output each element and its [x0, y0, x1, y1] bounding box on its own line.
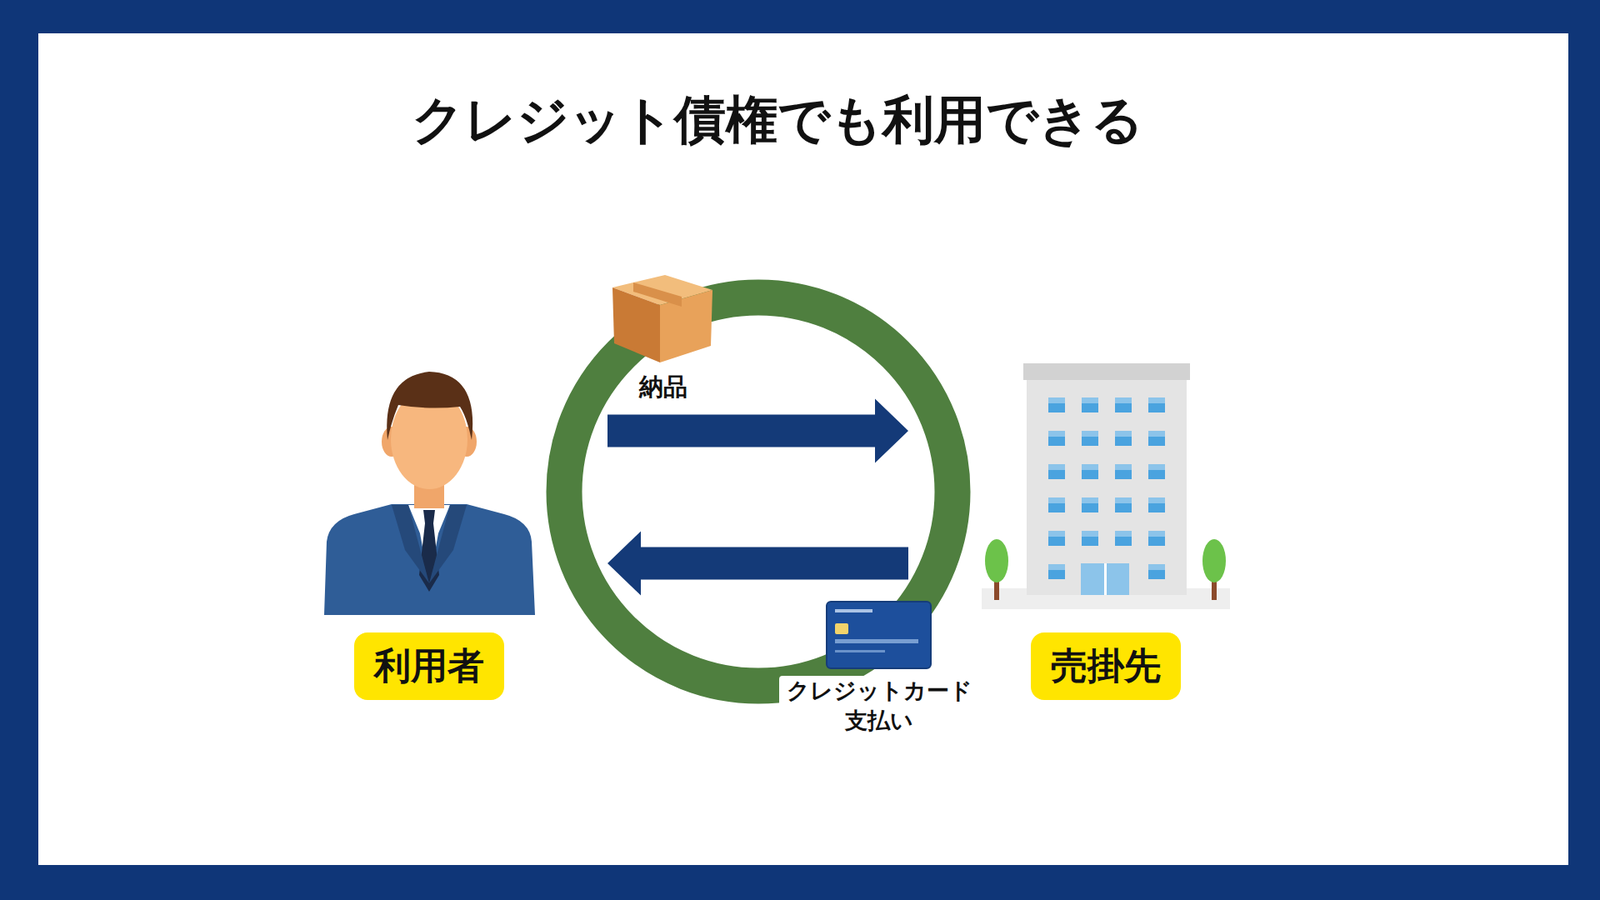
- flow-arrow: [607, 399, 909, 464]
- window: [1115, 464, 1132, 480]
- building-figure: [981, 363, 1230, 610]
- window: [1115, 397, 1132, 413]
- window-glare: [1148, 430, 1165, 437]
- window-glare: [1048, 564, 1065, 570]
- window-glare: [1081, 397, 1099, 404]
- window: [1048, 564, 1065, 580]
- window: [1048, 497, 1065, 513]
- title: クレジット債権でも利用できる: [411, 85, 1144, 155]
- white-panel: [38, 33, 1569, 865]
- window-glare: [1148, 564, 1165, 570]
- window: [1048, 464, 1065, 480]
- parcel-icon: [612, 275, 713, 363]
- window: [1081, 497, 1099, 513]
- window: [1048, 530, 1065, 546]
- window: [1148, 564, 1165, 580]
- window-glare: [1081, 464, 1099, 470]
- window: [1115, 497, 1132, 513]
- window-glare: [1048, 530, 1065, 537]
- window: [1115, 530, 1132, 546]
- label-pill: 利用者: [354, 632, 505, 700]
- window-glare: [1148, 397, 1165, 404]
- window-glare: [1081, 430, 1099, 437]
- window-glare: [1048, 430, 1065, 437]
- window-glare: [1115, 397, 1132, 404]
- window-glare: [1115, 464, 1132, 470]
- window: [1081, 430, 1099, 446]
- window: [1148, 530, 1165, 546]
- window-glare: [1148, 497, 1165, 504]
- window-glare: [1081, 530, 1099, 537]
- window-glare: [1081, 497, 1099, 504]
- window: [1148, 397, 1165, 413]
- window-glare: [1115, 430, 1132, 437]
- cycle-ring: [564, 297, 953, 686]
- label-pill: 売掛先: [1030, 632, 1181, 700]
- window: [1048, 397, 1065, 413]
- window-glare: [1148, 464, 1165, 470]
- edge-label: クレジットカード 支払い: [779, 675, 980, 737]
- flow-arrow: [607, 531, 909, 596]
- window: [1081, 464, 1099, 480]
- window: [1115, 430, 1132, 446]
- window: [1148, 430, 1165, 446]
- credit-card-icon: [826, 601, 931, 669]
- edge-label: 納品: [635, 370, 691, 404]
- actor-node: 利用者: [316, 366, 608, 709]
- window: [1081, 397, 1099, 413]
- window: [1048, 430, 1065, 446]
- person-figure: [324, 371, 535, 615]
- window-glare: [1115, 530, 1132, 537]
- window-glare: [1115, 497, 1132, 504]
- window-glare: [1048, 397, 1065, 404]
- actor-node: 売掛先: [908, 366, 1235, 709]
- window-glare: [1048, 464, 1065, 470]
- window: [1081, 530, 1099, 546]
- window-glare: [1048, 497, 1065, 504]
- window: [1148, 464, 1165, 480]
- window: [1148, 497, 1165, 513]
- window-glare: [1148, 530, 1165, 537]
